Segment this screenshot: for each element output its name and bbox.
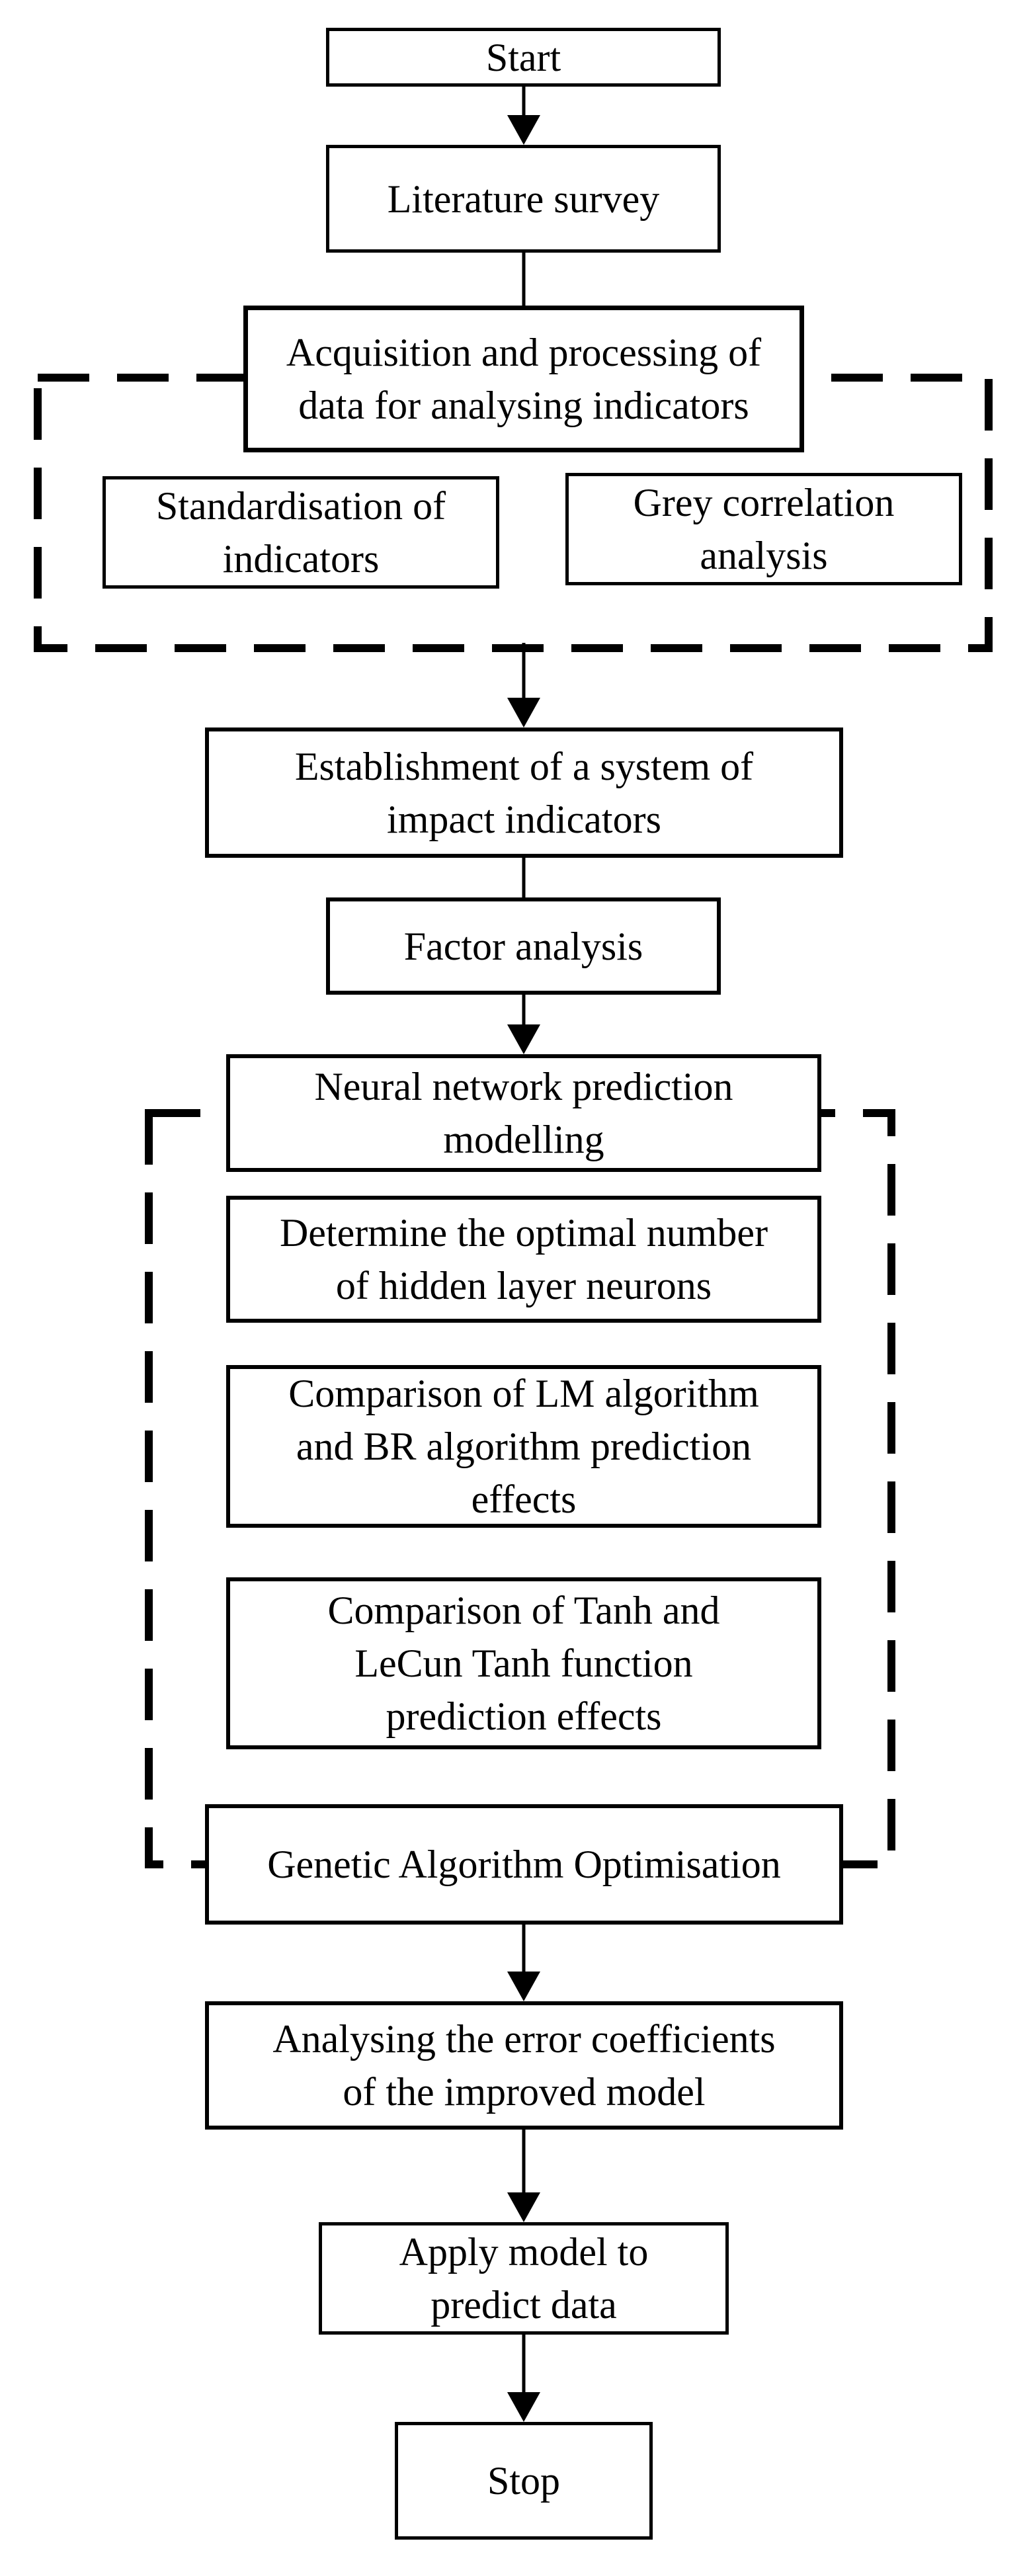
arrowhead-literature (507, 115, 540, 145)
node-stop: Stop (395, 2422, 653, 2540)
node-analysing-errors: Analysing the error coefficients of the … (205, 2001, 843, 2130)
node-standardisation: Standardisation of indicators (102, 476, 499, 589)
node-literature-survey-label: Literature survey (387, 177, 660, 221)
node-apply-model: Apply model to predict data (319, 2222, 729, 2335)
node-acquisition: Acquisition and processing of data for a… (243, 306, 804, 452)
node-neural-network: Neural network prediction modelling (226, 1054, 821, 1172)
node-establishment: Establishment of a system of impact indi… (205, 727, 843, 858)
node-stop-label: Stop (487, 2459, 561, 2503)
node-determine-neurons: Determine the optimal number of hidden l… (226, 1196, 821, 1323)
arrowhead-stop (507, 2392, 540, 2422)
node-standardisation-label: Standardisation of indicators (155, 484, 446, 581)
arrowhead-apply (507, 2192, 540, 2222)
node-start-label: Start (485, 35, 561, 79)
node-factor-analysis: Factor analysis (326, 897, 721, 995)
node-comparison-tanh-label: Comparison of Tanh and LeCun Tanh functi… (327, 1589, 720, 1738)
node-grey-correlation-label: Grey correlation analysis (633, 481, 895, 577)
node-comparison-tanh: Comparison of Tanh and LeCun Tanh functi… (226, 1577, 821, 1749)
node-analysing-errors-label: Analysing the error coefficients of the … (272, 2017, 776, 2114)
dashed-group-1-border (34, 374, 993, 652)
arrowhead-establishment (507, 698, 540, 727)
node-literature-survey: Literature survey (326, 145, 721, 253)
node-neural-network-label: Neural network prediction modelling (314, 1065, 733, 1161)
node-comparison-lm-br: Comparison of LM algorithm and BR algori… (226, 1365, 821, 1528)
arrowhead-analysing (507, 1972, 540, 2001)
node-establishment-label: Establishment of a system of impact indi… (294, 744, 754, 841)
node-start: Start (326, 28, 721, 87)
node-determine-neurons-label: Determine the optimal number of hidden l… (279, 1211, 768, 1308)
arrowhead-neural (507, 1024, 540, 1054)
node-acquisition-label: Acquisition and processing of data for a… (286, 331, 762, 427)
node-genetic-optimisation-label: Genetic Algorithm Optimisation (267, 1843, 781, 1886)
node-genetic-optimisation: Genetic Algorithm Optimisation (205, 1804, 843, 1925)
node-grey-correlation: Grey correlation analysis (565, 473, 962, 585)
node-apply-model-label: Apply model to predict data (399, 2230, 649, 2327)
node-comparison-lm-br-label: Comparison of LM algorithm and BR algori… (288, 1372, 759, 1521)
node-factor-analysis-label: Factor analysis (403, 924, 643, 968)
